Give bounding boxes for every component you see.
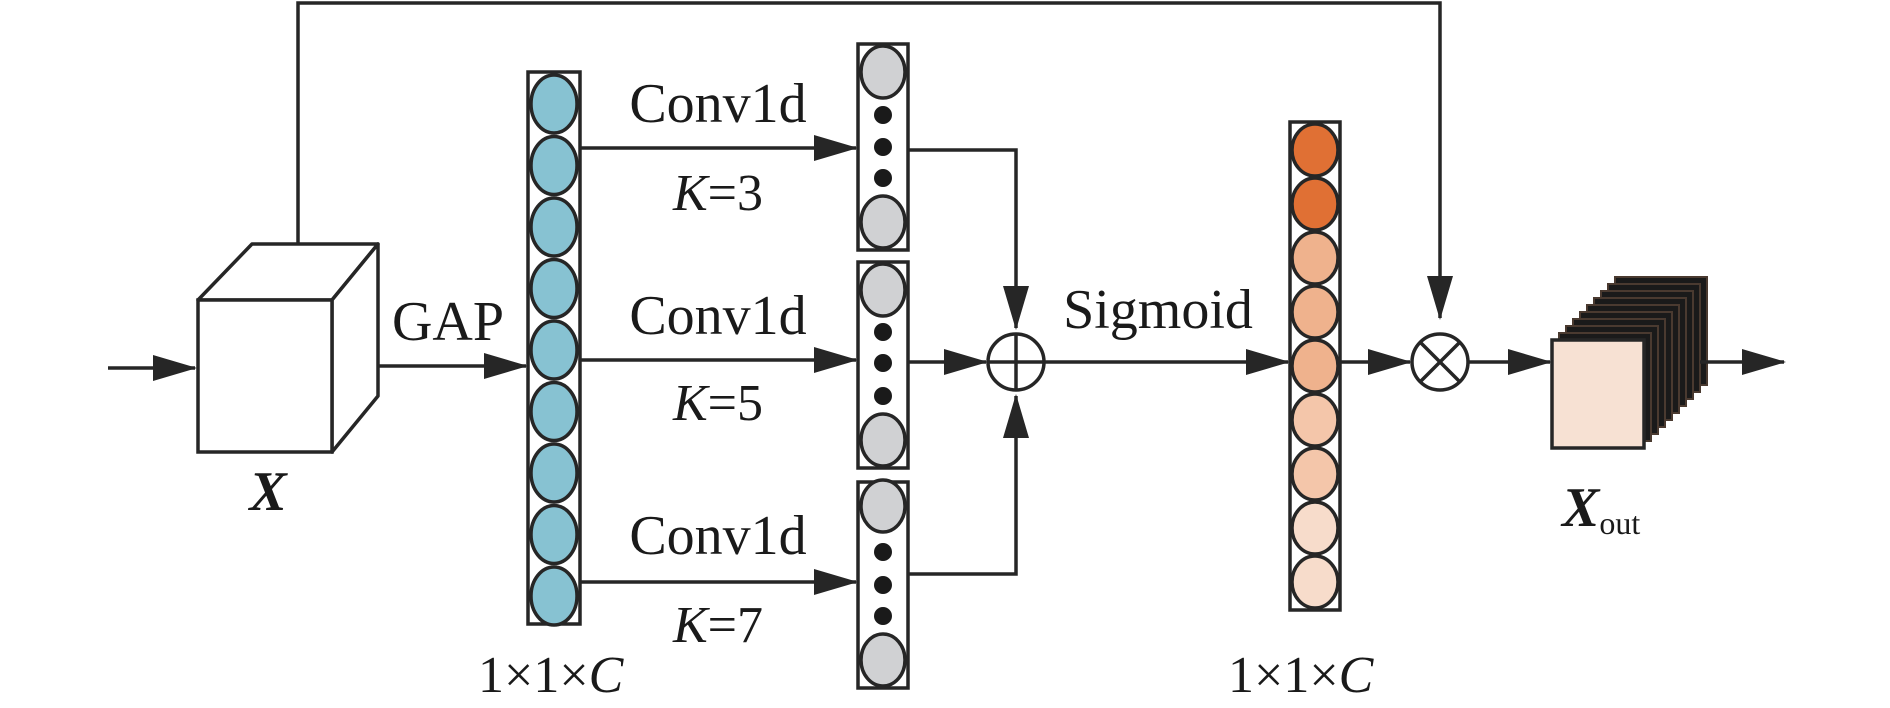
gray-node [859, 194, 907, 250]
dot-ellipsis [874, 387, 892, 405]
dot-ellipsis [874, 323, 892, 341]
skip-connection-line [296, 1, 1453, 320]
gray-node [859, 478, 907, 534]
branch-vector-k3 [856, 42, 910, 252]
conv-k7-label: Conv1d [629, 505, 806, 567]
k3-to-sum-line [908, 148, 1029, 330]
attention-node [1290, 176, 1340, 232]
dot-ellipsis [874, 106, 892, 124]
attention-vector [1288, 120, 1342, 612]
attention-node [1290, 500, 1340, 556]
dot-ellipsis [874, 543, 892, 561]
pooled-vector [526, 70, 582, 627]
gray-node [859, 262, 907, 318]
dot-ellipsis [874, 576, 892, 594]
attention-vector-dim: 1×1×C [1228, 647, 1375, 704]
attention-node [1290, 446, 1340, 502]
attention-node [1290, 122, 1340, 178]
gray-node [859, 44, 907, 100]
dot-ellipsis [874, 607, 892, 625]
blue-node [529, 319, 579, 381]
output-front-face [1550, 338, 1646, 450]
circle-times-icon [1410, 332, 1470, 392]
blue-node [529, 73, 579, 135]
branch-vector-k7 [856, 478, 910, 690]
blue-node [529, 134, 579, 197]
gray-node [859, 412, 907, 468]
dot-ellipsis [874, 138, 892, 156]
attention-node [1290, 392, 1340, 448]
k7-to-sum-line [908, 394, 1029, 576]
blue-node [529, 565, 579, 627]
conv-k7-kernel: K=7 [672, 597, 763, 654]
blue-node [529, 442, 579, 504]
branch-vector-k5 [856, 260, 910, 470]
output-label: Xout [1560, 477, 1640, 541]
blue-node [529, 380, 579, 443]
blue-node [529, 503, 579, 566]
attention-node [1290, 230, 1340, 286]
sigmoid-label: Sigmoid [1063, 279, 1253, 341]
gap-label: GAP [392, 291, 504, 353]
attention-node [1290, 284, 1340, 340]
attention-node [1290, 338, 1340, 394]
output-cube [1550, 276, 1708, 450]
blue-node [529, 196, 579, 258]
conv-k5-kernel: K=5 [672, 375, 763, 432]
conv-k3-label: Conv1d [629, 73, 806, 135]
input-label: X [247, 461, 288, 523]
conv-k3-kernel: K=3 [672, 165, 763, 222]
dot-ellipsis [874, 354, 892, 372]
conv-k5-label: Conv1d [629, 285, 806, 347]
dot-ellipsis [874, 169, 892, 187]
blue-node [529, 257, 579, 320]
gray-node [859, 632, 907, 688]
pooled-vector-dim: 1×1×C [478, 647, 625, 704]
attention-node [1290, 554, 1340, 610]
circle-plus-icon [986, 332, 1046, 392]
input-cube [196, 242, 380, 454]
